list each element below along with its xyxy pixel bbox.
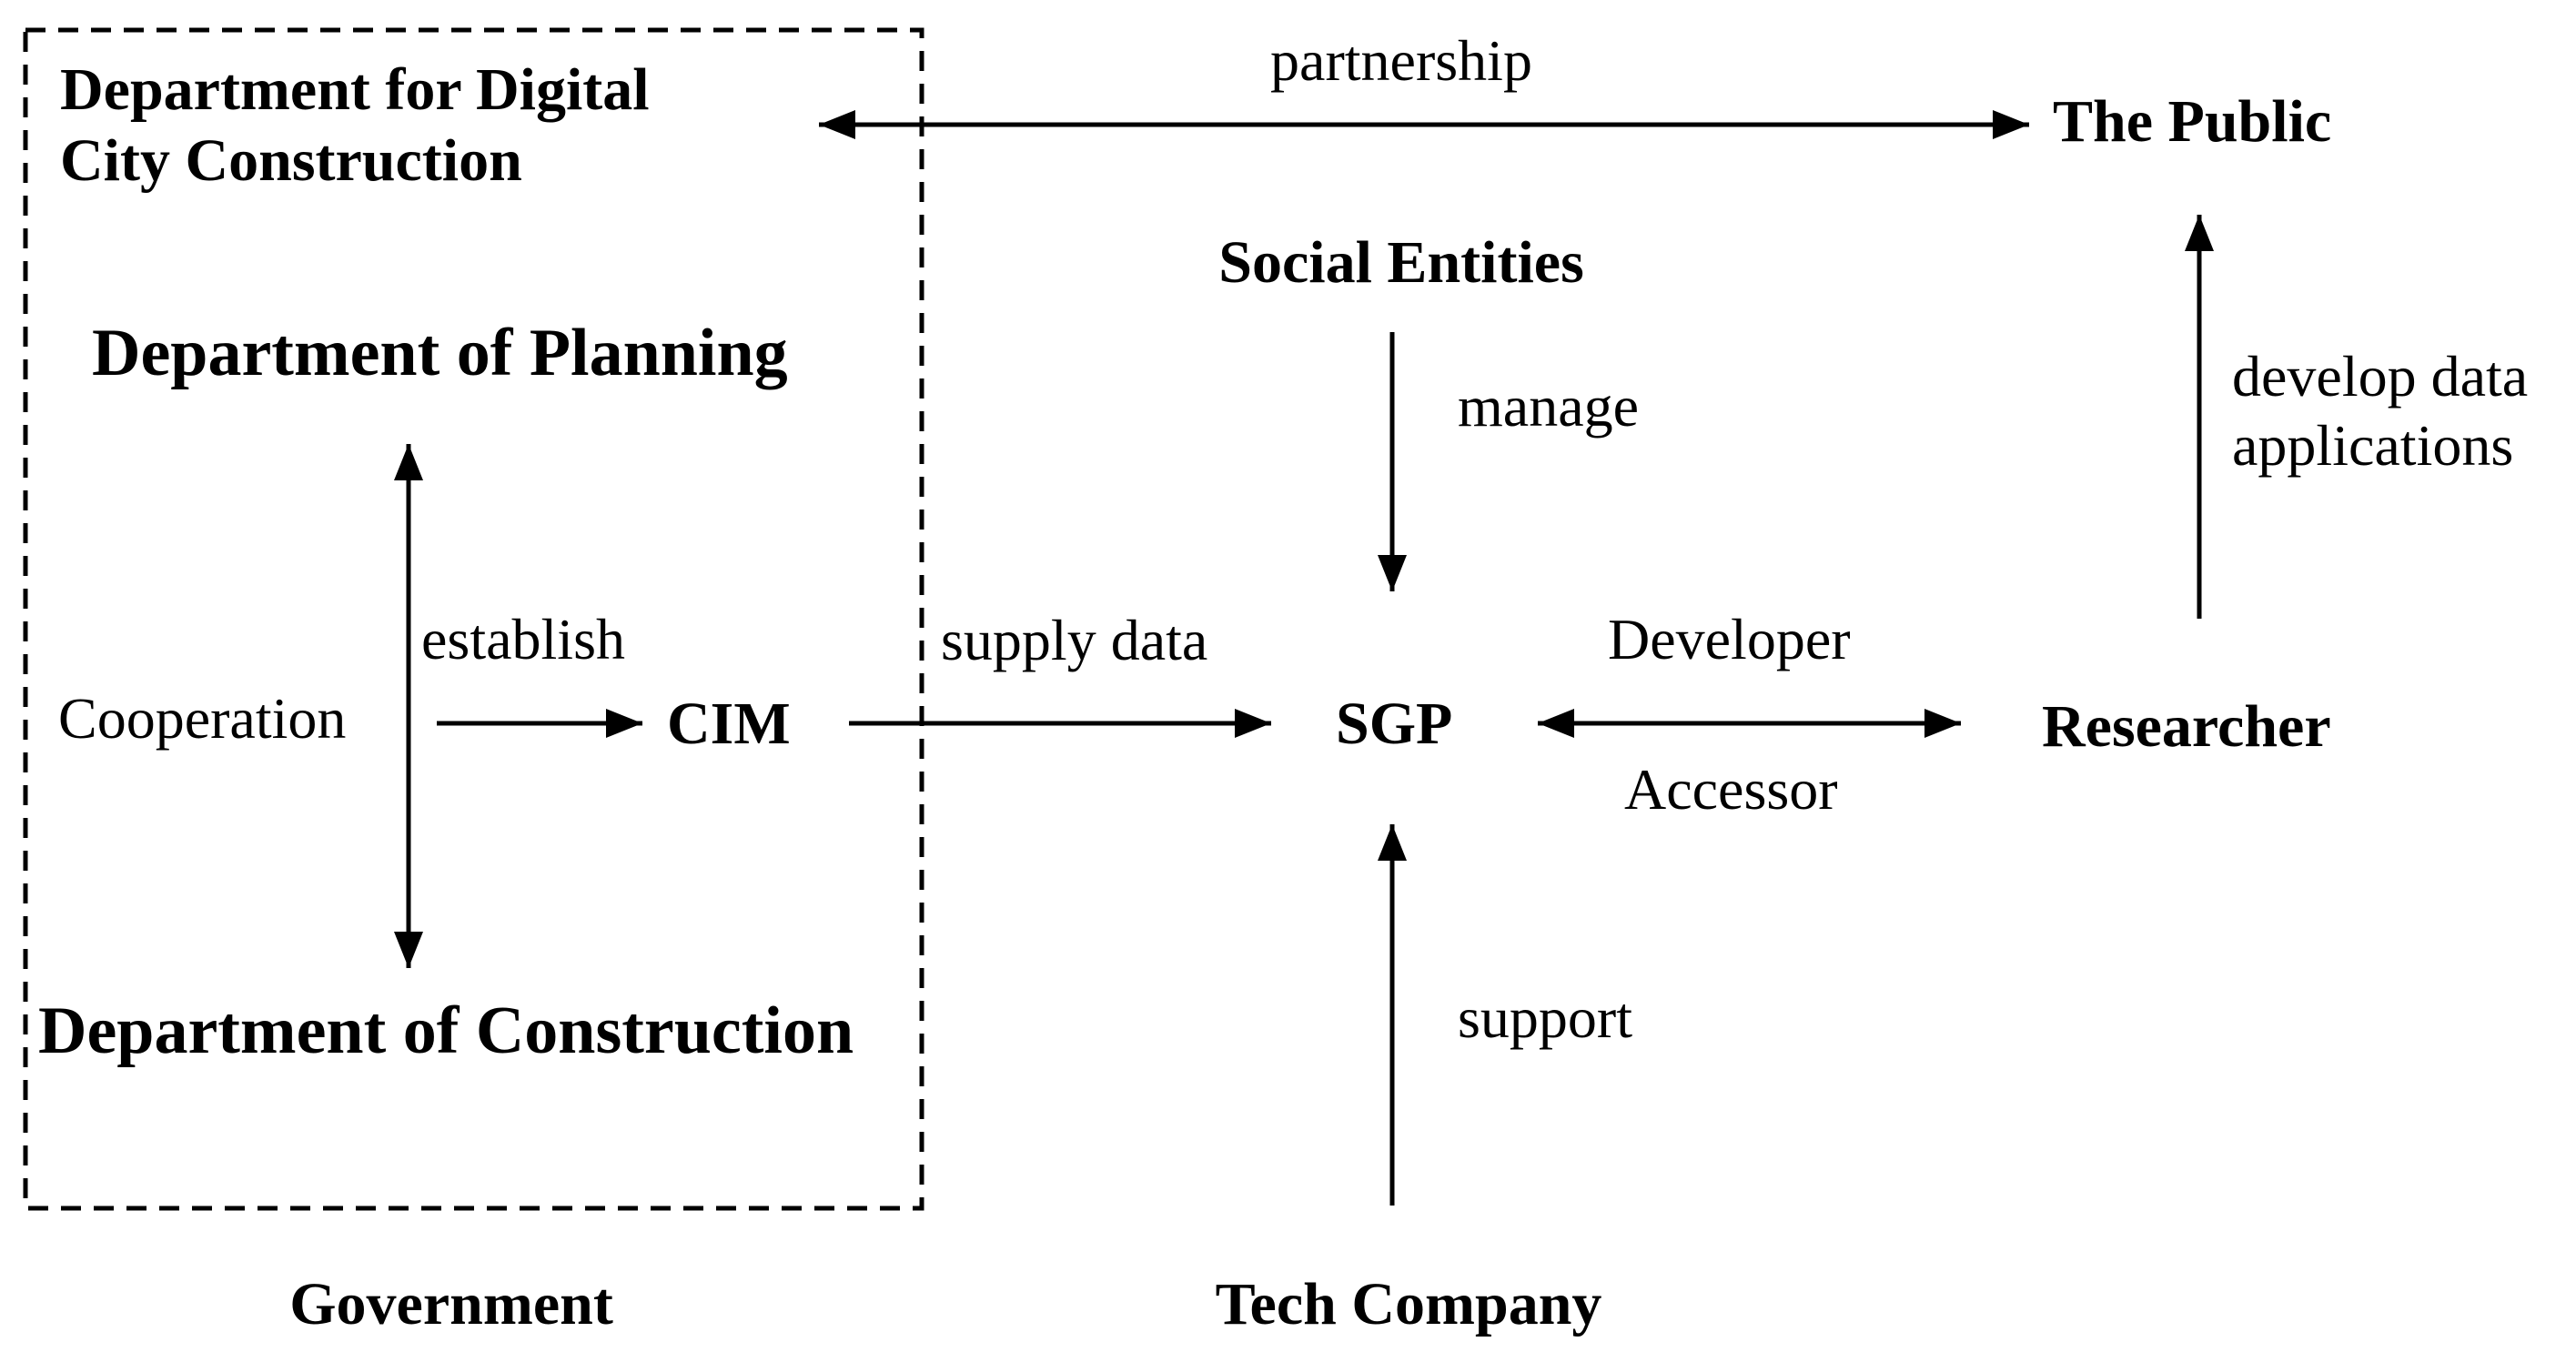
- dept-digital-label: Department for Digital City Construction: [60, 55, 650, 197]
- researcher-node: Researcher: [2042, 693, 2331, 760]
- dept-planning-label: Department of Planning: [92, 316, 788, 390]
- accessor-label: Accessor: [1624, 757, 1838, 822]
- government-boundary: [23, 27, 924, 1211]
- supply-data-label: supply data: [941, 608, 1208, 672]
- support-label: support: [1458, 985, 1632, 1050]
- partnership-label: partnership: [1270, 28, 1532, 93]
- develop-apps-label: develop data applications: [2232, 342, 2528, 479]
- dept-digital-line1: Department for Digital: [60, 56, 650, 123]
- manage-label: manage: [1458, 374, 1639, 439]
- dept-digital-line2: City Construction: [60, 126, 522, 194]
- cim-node: CIM: [667, 691, 791, 757]
- social-entities-node: Social Entities: [1218, 229, 1584, 296]
- developer-label: Developer: [1608, 607, 1851, 671]
- cooperation-label: Cooperation: [58, 686, 347, 751]
- establish-label: establish: [421, 607, 625, 671]
- develop-apps-line1: develop data: [2232, 344, 2529, 409]
- dept-construction-label: Department of Construction: [38, 994, 854, 1068]
- develop-apps-line2: applications: [2232, 412, 2514, 478]
- government-label: Government: [289, 1271, 613, 1337]
- sgp-node: SGP: [1336, 691, 1453, 757]
- the-public-node: The Public: [2053, 88, 2332, 155]
- tech-company-node: Tech Company: [1215, 1271, 1602, 1337]
